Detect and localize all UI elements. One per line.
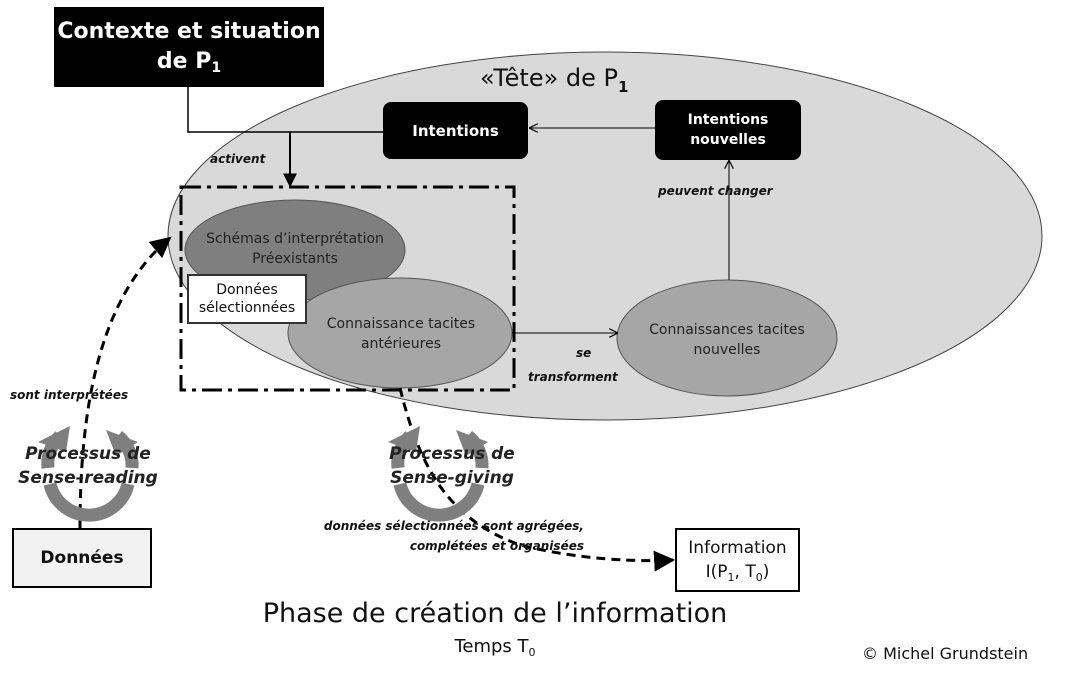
information-formula: I(P1, T0): [705, 562, 770, 584]
agregation-label: données sélectionnées sont agrégées, com…: [323, 519, 584, 553]
intentions-box: Intentions: [383, 102, 528, 159]
phase-title: Phase de création de l’information: [262, 598, 728, 629]
sense-giving-cycle-head-left: [388, 426, 420, 452]
credit-text: © Michel Grundstein: [862, 644, 1029, 663]
sont-interpretees-label: sont interprétées: [10, 388, 129, 402]
connaissances-nouvelles-ellipse: [616, 279, 838, 397]
sense-reading-cycle-head-right: [106, 430, 138, 456]
process-sense-giving-label: Processus de Sense-giving: [389, 444, 515, 488]
head-title: «Tête» de P1: [480, 64, 629, 96]
se-label: se: [576, 346, 592, 360]
head-title-subscript: 1: [618, 78, 629, 96]
context-subscript: 1: [211, 60, 222, 76]
context-to-intentions-line: [187, 87, 383, 133]
sense-giving-cycle-head-right: [456, 430, 488, 456]
connaissances-nouvelles-label: Connaissances tacites nouvelles: [649, 322, 805, 358]
phase-subtitle: Temps T0: [454, 636, 536, 659]
process-sense-reading-label: Processus de Sense–reading: [18, 444, 158, 488]
schemas-label: Schémas d’interprétation Préexistants: [206, 231, 384, 267]
sense-reading-cycle-head-left: [38, 426, 70, 452]
information-box: Information I(P1, T0): [675, 528, 800, 592]
donnees-selectionnees-box: Données sélectionnées: [187, 274, 307, 324]
peuvent-changer-label: peuvent changer: [658, 184, 773, 198]
donnees-box: Données: [12, 528, 152, 588]
context-line2: de P1: [156, 49, 222, 76]
transforment-label: transforment: [528, 370, 618, 384]
sense-reading-dashed-arrow: [78, 236, 172, 529]
context-box: Contexte et situation de P1: [54, 7, 324, 87]
intentions-nouvelles-box: Intentions nouvelles: [655, 100, 801, 160]
dash-dot-frame: [179, 185, 516, 392]
connaissance-anterieures-label: Connaissance tacites antérieures: [326, 316, 476, 352]
sense-giving-dashed-arrow: [398, 387, 676, 572]
context-line1: Contexte et situation: [57, 19, 321, 44]
activent-label: activent: [210, 152, 266, 166]
